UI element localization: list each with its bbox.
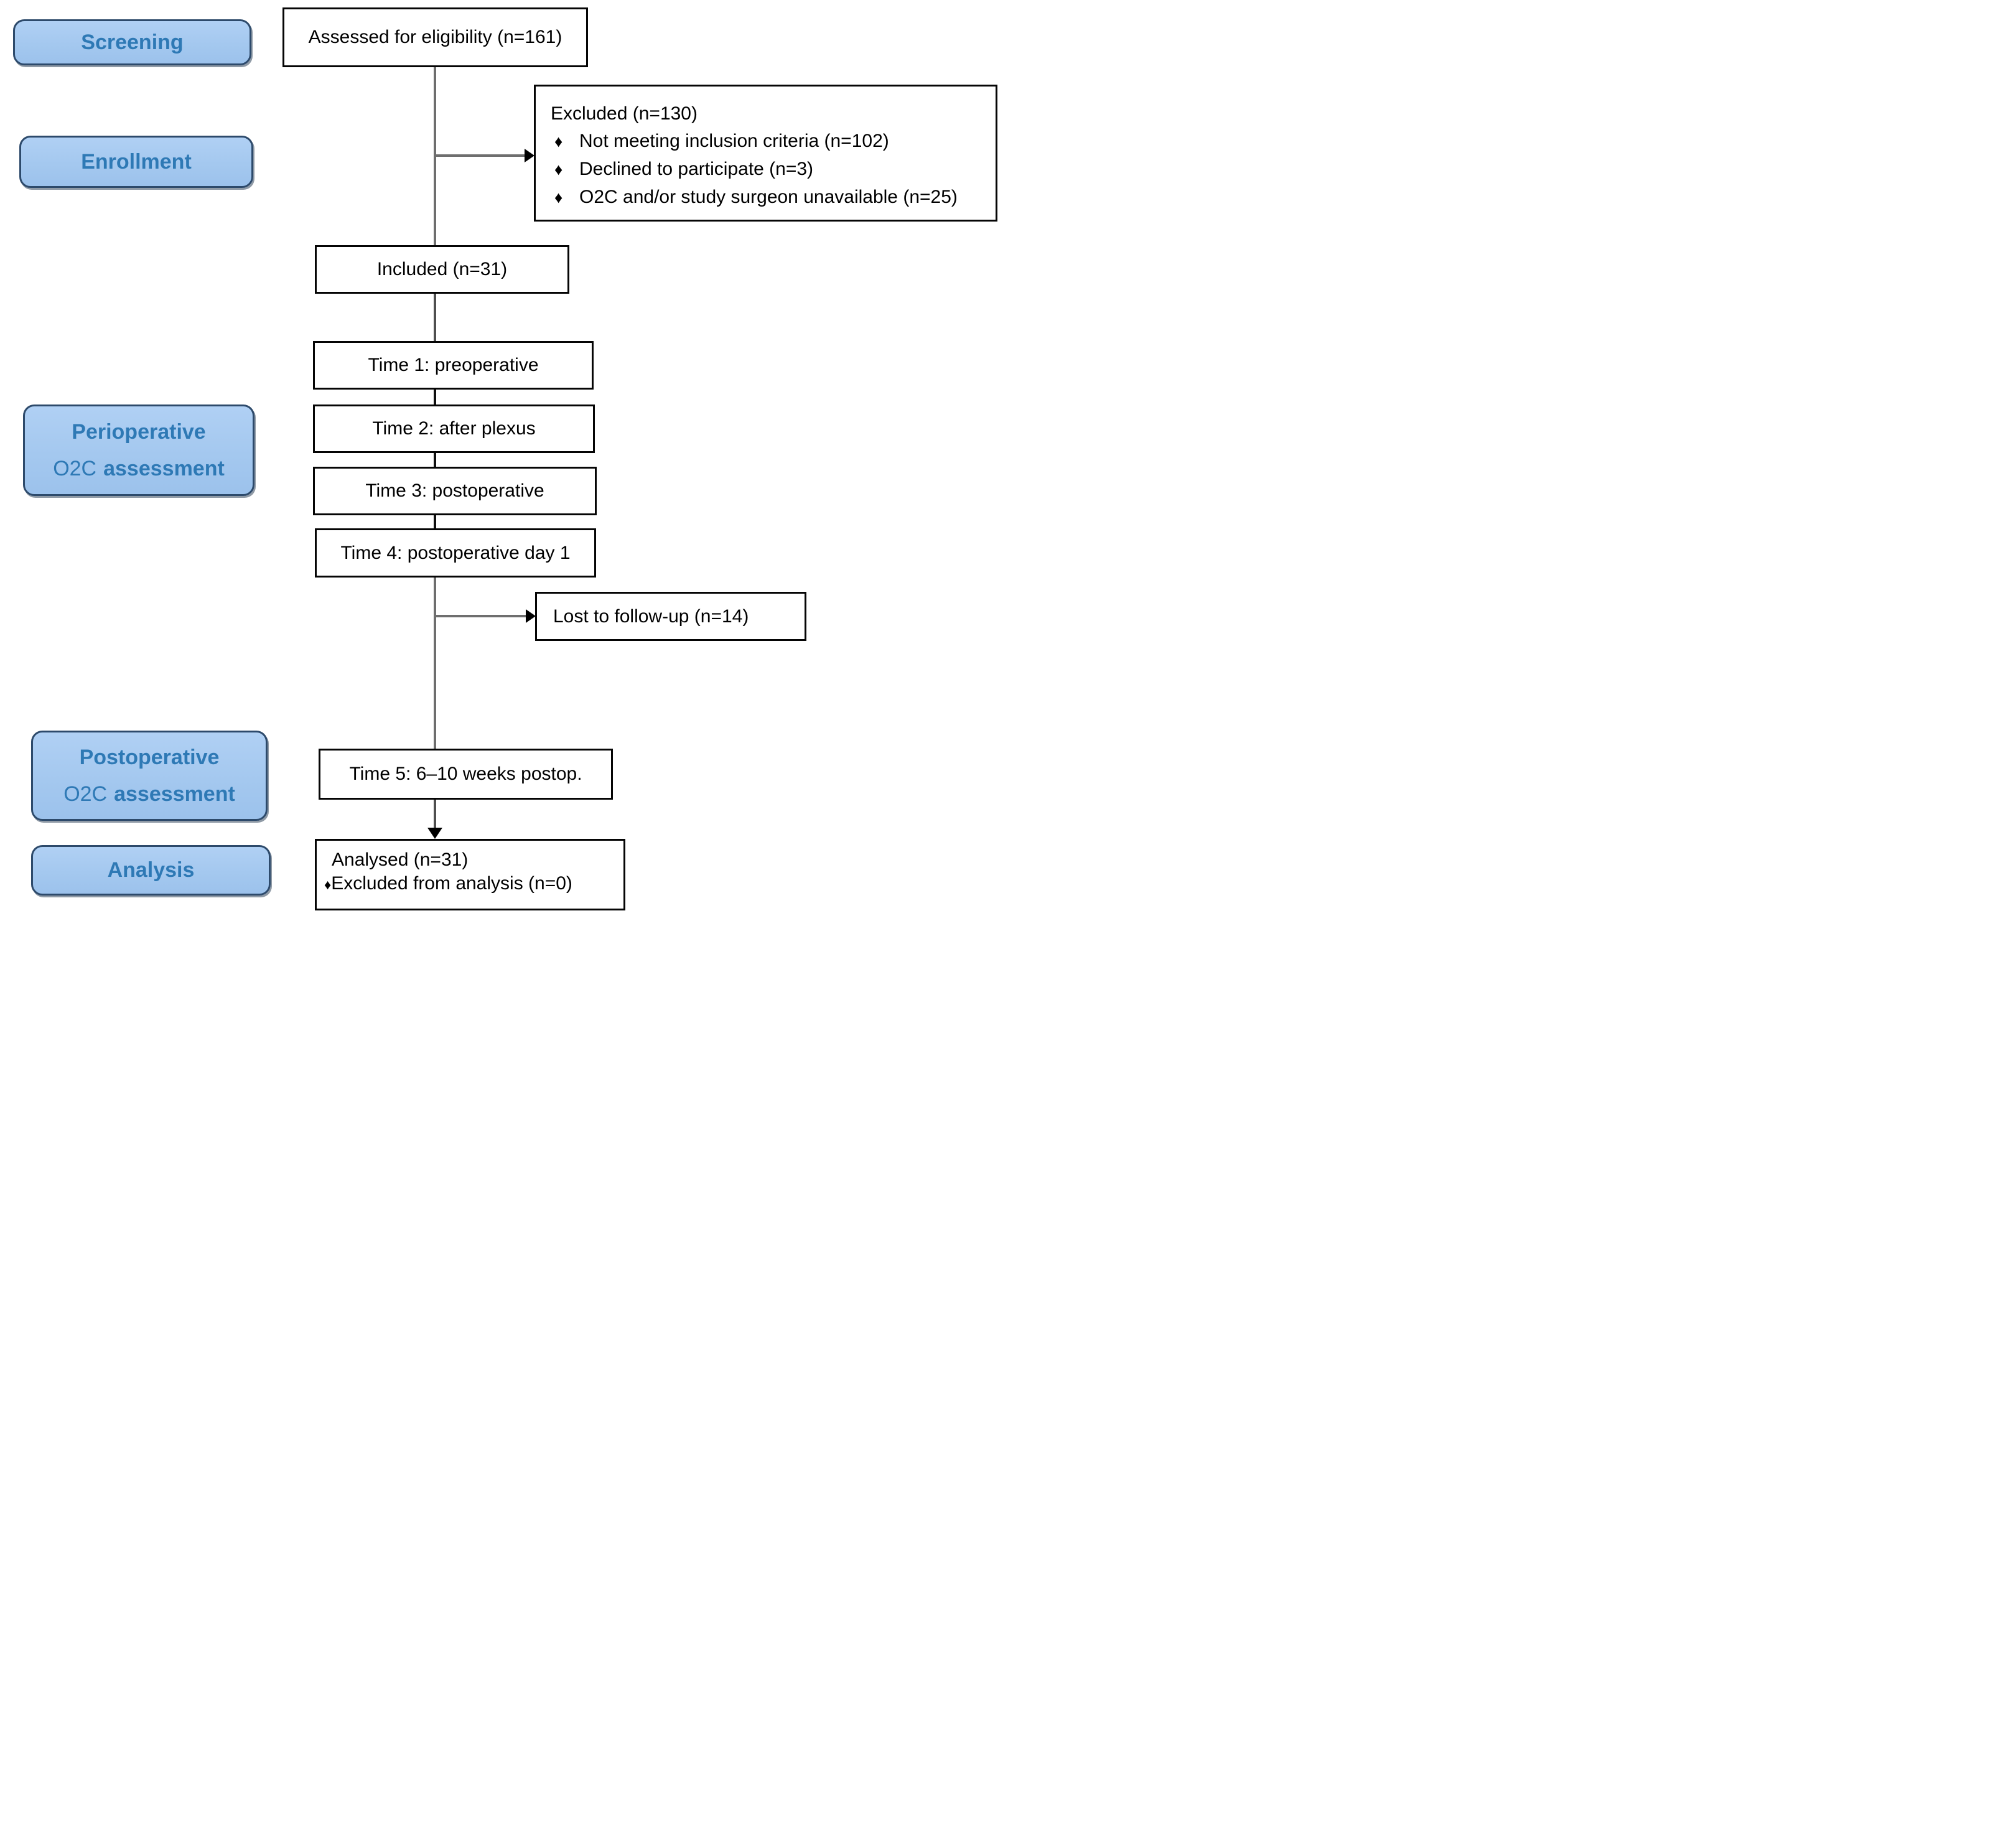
box-included: Included (n=31) xyxy=(315,245,569,294)
stage-label-postoperative-o2c-assessment: Postoperative O2C assessment xyxy=(31,731,268,821)
box-time-4: Time 4: postoperative day 1 xyxy=(315,528,596,578)
diamond-bullet-icon: ♦ xyxy=(554,160,563,179)
excluded-item: ♦ O2C and/or study surgeon unavailable (… xyxy=(551,186,989,208)
stage-label-line1: Postoperative xyxy=(79,745,220,769)
stage-label-screening: Screening xyxy=(13,19,251,65)
excluded-item-text: Declined to participate (n=3) xyxy=(579,159,814,179)
box-assessed-for-eligibility: Assessed for eligibility (n=161) xyxy=(282,7,588,67)
stage-label-analysis: Analysis xyxy=(31,845,271,896)
connector-time5-to-analysed xyxy=(434,798,436,829)
stage-label-line2-main: assessment xyxy=(103,456,225,480)
box-text: Time 1: preoperative xyxy=(368,355,539,375)
box-text: Included (n=31) xyxy=(376,259,508,279)
box-text: Time 4: postoperative day 1 xyxy=(340,542,571,563)
box-text: Time 3: postoperative xyxy=(365,480,544,501)
diamond-bullet-icon: ♦ xyxy=(554,188,563,207)
connector-branch-lost xyxy=(435,615,527,617)
box-time-3: Time 3: postoperative xyxy=(313,467,597,515)
excluded-title: Excluded (n=130) xyxy=(551,103,698,124)
box-text: Time 5: 6–10 weeks postop. xyxy=(349,764,582,784)
excluded-item: ♦ Declined to participate (n=3) xyxy=(551,158,989,180)
excluded-item: ♦ Not meeting inclusion criteria (n=102) xyxy=(551,130,989,152)
connector-time3-to-time4 xyxy=(434,514,436,530)
excluded-item-text: Not meeting inclusion criteria (n=102) xyxy=(579,131,889,151)
stage-label-line2-prefix: O2C xyxy=(53,456,97,480)
box-text: Assessed for eligibility (n=161) xyxy=(308,27,562,47)
box-lost-to-follow-up: Lost to follow-up (n=14) xyxy=(535,592,806,641)
stage-label-text: Screening xyxy=(81,30,184,54)
diamond-bullet-icon: ♦ xyxy=(324,877,332,892)
arrowhead-excluded xyxy=(525,149,534,162)
connector-time2-to-time3 xyxy=(434,452,436,468)
excluded-item-text: O2C and/or study surgeon unavailable (n=… xyxy=(579,187,958,207)
arrowhead-lost xyxy=(526,609,536,623)
box-time-1: Time 1: preoperative xyxy=(313,341,594,390)
box-text: Time 2: after plexus xyxy=(372,418,536,439)
study-flow-diagram: Screening Enrollment Perioperative O2C a… xyxy=(0,0,1008,912)
analysed-excluded-row: ♦ Excluded from analysis (n=0) xyxy=(324,872,618,895)
box-analysed: Analysed (n=31) ♦ Excluded from analysis… xyxy=(315,839,625,910)
stage-label-perioperative-o2c-assessment: Perioperative O2C assessment xyxy=(23,405,254,496)
stage-label-text: Analysis xyxy=(107,858,195,882)
stage-label-line2-main: assessment xyxy=(114,782,235,806)
box-time-5: Time 5: 6–10 weeks postop. xyxy=(319,749,613,800)
analysed-line1: Analysed (n=31) xyxy=(332,849,469,870)
box-text: Lost to follow-up (n=14) xyxy=(553,606,749,627)
box-time-2: Time 2: after plexus xyxy=(313,405,595,453)
connector-included-to-time1 xyxy=(434,294,436,342)
connector-time4-to-time5 xyxy=(434,576,436,750)
stage-label-line1: Perioperative xyxy=(72,419,206,444)
stage-label-text: Enrollment xyxy=(81,149,192,174)
stage-label-line2: O2C assessment xyxy=(63,782,235,807)
stage-label-line2: O2C assessment xyxy=(53,456,225,482)
connector-time1-to-time2 xyxy=(434,388,436,406)
stage-label-enrollment: Enrollment xyxy=(19,136,253,188)
box-excluded: Excluded (n=130) ♦ Not meeting inclusion… xyxy=(534,85,997,222)
analysed-line2-text: Excluded from analysis (n=0) xyxy=(331,873,572,894)
arrowhead-analysed xyxy=(427,828,442,839)
stage-label-line2-prefix: O2C xyxy=(63,782,108,806)
diamond-bullet-icon: ♦ xyxy=(554,132,563,151)
connector-branch-excluded xyxy=(435,154,526,157)
